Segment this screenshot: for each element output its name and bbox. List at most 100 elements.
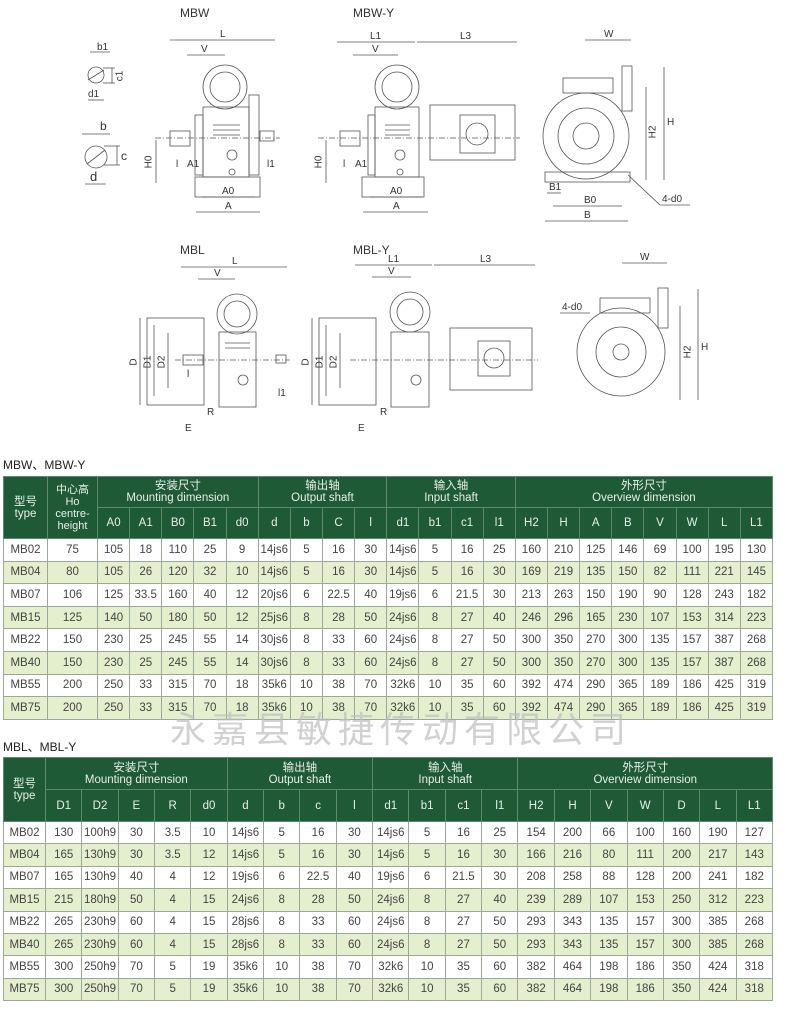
column-header: l — [335, 789, 374, 822]
table-cell: 3.5 — [154, 843, 192, 867]
cell-model: MB02 — [3, 538, 48, 562]
table-cell: 24js6 — [386, 650, 420, 675]
table-cell: 19 — [190, 977, 228, 1002]
table-cell: 268 — [735, 932, 774, 957]
table-cell: 385 — [699, 910, 737, 934]
label-l: l — [176, 159, 178, 170]
table-cell: 150 — [611, 560, 645, 585]
table-cell: 6 — [408, 865, 446, 890]
table-cell: 263 — [546, 583, 581, 607]
table-cell: 153 — [675, 605, 709, 630]
table-cell: 50 — [129, 605, 163, 630]
table-cell: 16 — [299, 820, 337, 845]
table-cell: 100h9 — [81, 820, 119, 845]
table-cell: 250h9 — [81, 955, 119, 979]
column-header: A1 — [129, 507, 163, 539]
drawing-mbw: MBW L V H0 l A1 l1 A0 A — [144, 6, 280, 213]
table-cell: 169 — [514, 560, 548, 585]
table-cell: 425 — [707, 696, 741, 720]
column-header: d1 — [372, 789, 410, 822]
label-d: d — [90, 169, 97, 184]
table-cell: 157 — [675, 628, 709, 652]
label-b: b — [100, 119, 107, 133]
table-cell: 200 — [553, 820, 592, 845]
label-E: E — [185, 423, 192, 434]
table-cell: 365 — [611, 696, 645, 720]
table-cell: 19js6 — [226, 865, 265, 890]
table-cell: 130 — [44, 820, 83, 845]
table-cell: 464 — [553, 977, 592, 1002]
table-cell: 106 — [47, 583, 98, 607]
table-cell: 182 — [735, 865, 774, 890]
label-A0-y: A0 — [390, 186, 403, 197]
table-cell: 27 — [450, 605, 484, 630]
table-cell: 15 — [190, 910, 228, 934]
table-cell: 8 — [289, 628, 323, 652]
table-cell: 35k6 — [226, 977, 265, 1002]
table-cell: 12 — [225, 583, 259, 607]
shaft-section-input: b1 c1 d1 — [87, 42, 126, 101]
column-header: d — [226, 789, 265, 822]
cell-model: MB07 — [3, 865, 46, 890]
table-cell: 293 — [517, 932, 555, 957]
table-cell: 60 — [481, 955, 519, 979]
column-header: V — [590, 789, 628, 822]
table1-title: MBW、MBW-Y — [3, 458, 86, 472]
table-cell: 387 — [707, 650, 741, 675]
cell-model: MB40 — [3, 650, 48, 675]
label-c: c — [121, 149, 127, 163]
table-cell: 100 — [626, 820, 664, 845]
table-cell: 6 — [418, 583, 452, 607]
header-group-en: Output shaft — [268, 773, 332, 786]
table-cell: 50 — [482, 650, 516, 675]
table-cell: 387 — [707, 628, 741, 652]
label-E-y: E — [358, 423, 365, 434]
drawing-title-mbw-y: MBW-Y — [353, 6, 394, 20]
label-B: B — [584, 210, 591, 221]
table-cell: 215 — [44, 888, 83, 912]
table-cell: 12 — [190, 843, 228, 867]
table-cell: 24js6 — [386, 605, 420, 630]
table-cell: 223 — [739, 605, 774, 630]
table-cell: 165 — [579, 605, 613, 630]
table-cell: 230 — [96, 650, 131, 675]
table-cell: 230h9 — [81, 910, 119, 934]
table-cell: 30 — [335, 843, 374, 867]
column-header: W — [626, 789, 664, 822]
header-group-zh: 输入轴 — [433, 480, 469, 492]
column-header: L1 — [735, 789, 774, 822]
column-header: H — [553, 789, 592, 822]
table-cell: 143 — [735, 843, 774, 867]
table-cell: 105 — [96, 560, 131, 585]
table-cell: 21.5 — [450, 583, 484, 607]
label-B1: B1 — [549, 182, 562, 193]
header-group-en: Input shaft — [418, 773, 473, 786]
table-cell: 50 — [481, 932, 519, 957]
table-cell: 30 — [481, 843, 519, 867]
table-cell: 38 — [321, 673, 356, 698]
table-cell: 200 — [47, 673, 98, 698]
table-cell: 5 — [154, 977, 192, 1002]
column-header: b — [263, 789, 301, 822]
table-cell: 250 — [96, 696, 131, 720]
drawing-side-view-mbw: W H H2 4-d0 B1 B0 B — [542, 29, 690, 222]
table-cell: 128 — [626, 865, 664, 890]
table-cell: 33 — [129, 673, 163, 698]
label-L1: L1 — [370, 31, 382, 42]
table-cell: 30 — [482, 583, 516, 607]
table-cell: 90 — [643, 583, 677, 607]
table-cell: 258 — [553, 865, 592, 890]
table-cell: 189 — [643, 673, 677, 698]
table-cell: 130h9 — [81, 843, 119, 867]
table-cell: 145 — [739, 560, 774, 585]
table-cell: 219 — [546, 560, 581, 585]
table-cell: 6 — [263, 865, 301, 890]
label-4-d0: 4-d0 — [662, 194, 682, 205]
table-cell: 10 — [289, 696, 323, 720]
table-cell: 300 — [611, 650, 645, 675]
table-cell: 107 — [590, 888, 628, 912]
table-cell: 50 — [354, 605, 388, 630]
